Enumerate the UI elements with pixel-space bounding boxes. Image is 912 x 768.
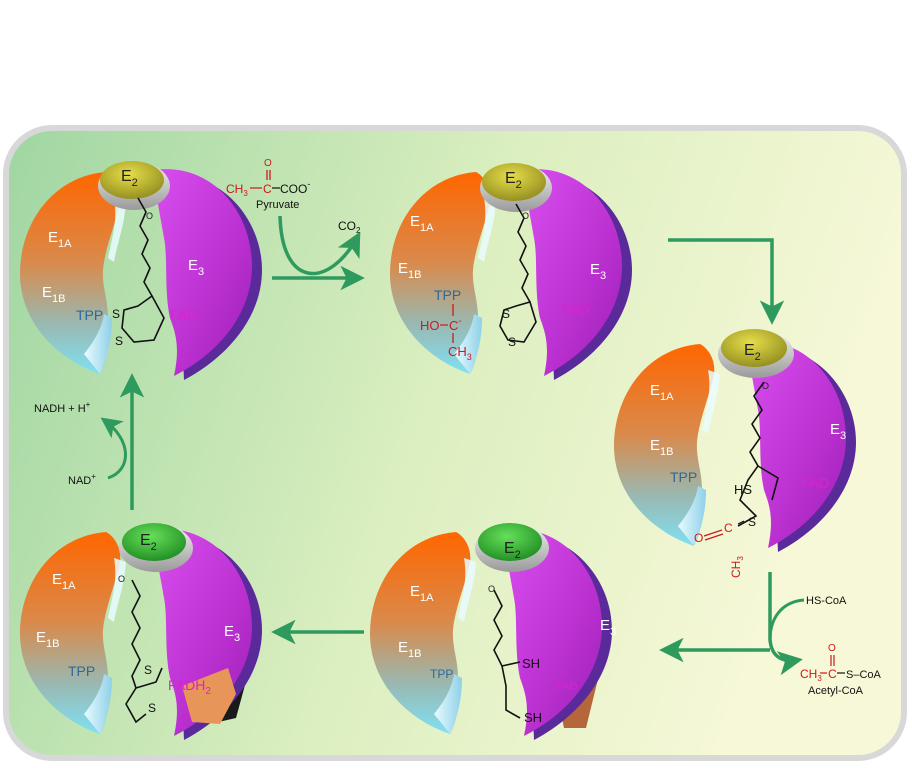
co2-label: CO2 <box>338 219 361 235</box>
svg-text:C: C <box>828 667 837 681</box>
acetyl-group: C O CH3 <box>694 520 745 578</box>
nadh-label: NADH + H+ <box>34 400 91 415</box>
e2-disc <box>721 329 787 367</box>
c3-e1b-label: E1B <box>650 437 673 458</box>
c1-e1a-label: E1A <box>48 229 72 250</box>
svg-text:HO: HO <box>420 318 440 333</box>
c1-s1-label: S <box>112 307 120 321</box>
c2-o-label: O <box>522 211 529 221</box>
fadh2-patch <box>182 668 236 724</box>
e2-disc <box>122 523 186 561</box>
c4-fad-label: FAD <box>556 681 577 693</box>
c5-e1b-label: E1B <box>36 629 59 650</box>
arrow-acetyl-coa-release <box>768 572 803 676</box>
e2-disc <box>100 161 164 199</box>
c3-e3-label: E3 <box>830 421 846 442</box>
e2-disc <box>478 523 542 561</box>
c4-tpp-label: TPP <box>430 667 453 681</box>
svg-text:O: O <box>264 158 272 169</box>
svg-text:O: O <box>694 531 703 545</box>
svg-text:CH3: CH3 <box>729 556 745 578</box>
e2-disc <box>482 163 546 201</box>
c1-e1b-label: E1B <box>42 284 65 305</box>
svg-text:O: O <box>828 643 836 654</box>
c5-tpp-label: TPP <box>68 663 95 679</box>
c2-e3-label: E3 <box>590 261 606 282</box>
svg-text:C: C <box>263 182 272 196</box>
arrow-nad-reduction <box>100 417 127 480</box>
c4-e1b-label: E1B <box>398 639 421 660</box>
c2-fad-label: FAD <box>562 301 589 317</box>
c3-e1a-label: E1A <box>650 382 674 403</box>
hydroxyethyl-group: HO C- CH3 <box>420 304 472 362</box>
arrow-decarboxylation <box>278 215 361 276</box>
c2-tpp-label: TPP <box>434 287 461 303</box>
svg-text:CH3: CH3 <box>800 667 822 683</box>
c2-e1b-label: E1B <box>398 260 421 281</box>
complex-3-acetyl-lipoamide <box>614 329 856 552</box>
acetyl-coa-name: Acetyl-CoA <box>808 685 864 697</box>
c1-e2-label: E2 <box>121 168 138 189</box>
nad-label: NAD+ <box>68 472 96 487</box>
acetyl-coa-structure: O CH3 C S–CoA Acetyl-CoA <box>800 643 882 697</box>
c3-fad-label: FAD <box>802 475 829 491</box>
c1-e3-label: E3 <box>188 257 204 278</box>
svg-text:CH3: CH3 <box>448 344 472 362</box>
pyruvate-name: Pyruvate <box>256 199 299 211</box>
c3-e2-label: E2 <box>744 342 761 363</box>
c3-o-label: O <box>762 381 769 391</box>
hs-coa-label: HS-CoA <box>806 595 847 607</box>
c2-s1-label: S <box>502 307 510 321</box>
c4-sh2-label: SH <box>524 710 542 725</box>
c1-fad-label: FAD <box>170 307 197 323</box>
c5-e3-label: E3 <box>224 623 240 644</box>
c1-o-label: O <box>146 211 153 221</box>
complex-4-dihydrolipoamide <box>370 523 612 740</box>
c4-e2-label: E2 <box>504 540 521 561</box>
pyruvate-structure: O CH3 C COO- Pyruvate <box>226 158 310 211</box>
c5-e1a-label: E1A <box>52 571 76 592</box>
c1-tpp-label: TPP <box>76 307 103 323</box>
complex-1-oxidized <box>20 161 262 380</box>
svg-text:C-: C- <box>449 316 462 333</box>
c3-tpp-label: TPP <box>670 469 697 485</box>
complex-5-fadh2 <box>20 523 262 740</box>
svg-text:COO-: COO- <box>280 179 310 196</box>
c5-e2-label: E2 <box>140 532 157 553</box>
svg-text:S–CoA: S–CoA <box>846 669 882 681</box>
c2-e1a-label: E1A <box>410 213 434 234</box>
c3-hs-label: HS <box>734 482 752 497</box>
c5-s2-label: S <box>148 701 156 715</box>
c4-e1a-label: E1A <box>410 583 434 604</box>
c2-e2-label: E2 <box>505 170 522 191</box>
c4-e3-label: E3 <box>600 617 616 638</box>
svg-text:CH3: CH3 <box>226 182 248 198</box>
complex-2-hydroxyethyl-tpp <box>390 163 632 380</box>
c4-sh1-label: SH <box>522 656 540 671</box>
c5-o-label: O <box>118 574 125 584</box>
c3-s-label: S <box>748 515 756 529</box>
arrow-step2 <box>668 238 785 325</box>
c2-s2-label: S <box>508 335 516 349</box>
svg-text:C: C <box>724 521 733 535</box>
c4-o-label: O <box>488 584 495 594</box>
c1-s2-label: S <box>115 334 123 348</box>
c5-fadh2-label: FADH2 <box>168 677 211 697</box>
c5-s1-label: S <box>144 663 152 677</box>
